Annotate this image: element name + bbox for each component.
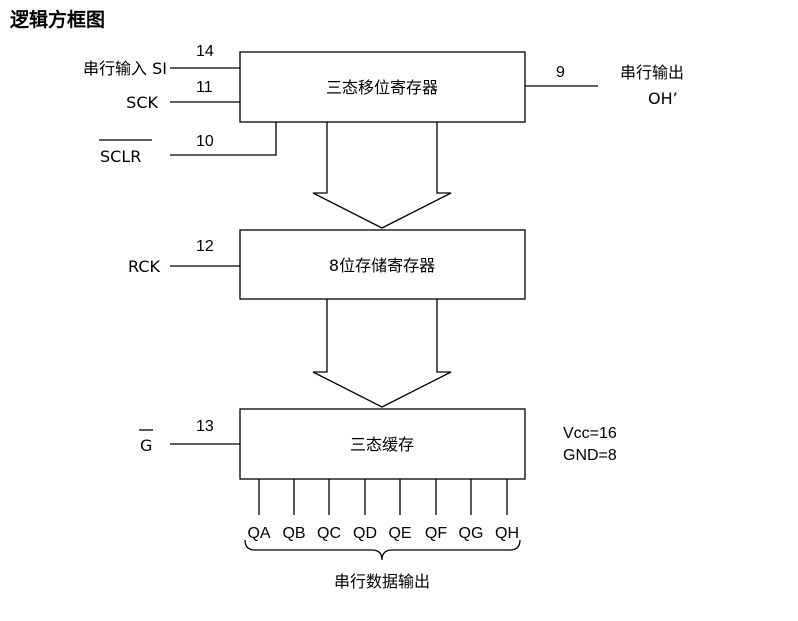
sck-label: SCK	[126, 93, 158, 112]
output-pin-qg-label: QG	[459, 525, 484, 542]
vcc-note: Vcc=16	[563, 425, 617, 442]
shift-register-block	[239, 51, 526, 123]
rck-pin-number: 12	[196, 238, 214, 255]
outputs-caption: 串行数据输出	[334, 572, 430, 591]
qh-prime-pin-number: 9	[556, 64, 565, 81]
gnd-note: GND=8	[563, 447, 617, 464]
output-pin-qc-label: QC	[317, 525, 341, 542]
output-pin-qh-label: QH	[495, 525, 519, 542]
output-pins: QA QB QC QD QE QF QG QH	[247, 479, 519, 542]
sck-pin-number: 11	[196, 79, 213, 96]
shift-register-label: 三态移位寄存器	[326, 78, 438, 97]
storage-to-buffer-arrow	[312, 299, 452, 408]
qh-prime-label-line2: OH’	[648, 89, 678, 108]
sclr-label: SCLR	[100, 147, 141, 166]
output-pin-qb-label: QB	[282, 525, 305, 542]
si-pin-number: 14	[196, 43, 214, 60]
shift-to-storage-arrow	[312, 122, 452, 229]
tristate-buffer-label: 三态缓存	[350, 435, 414, 454]
sclr-pin-number: 10	[196, 133, 214, 150]
diagram-title: 逻辑方框图	[10, 8, 105, 31]
rck-label: RCK	[128, 257, 160, 276]
tristate-buffer-block	[239, 408, 526, 480]
output-pin-qa-label: QA	[247, 525, 270, 542]
g-pin-number: 13	[196, 418, 214, 435]
storage-register-label: 8位存储寄存器	[329, 256, 435, 275]
output-pin-qd-label: QD	[353, 525, 377, 542]
output-pin-qe-label: QE	[388, 525, 411, 542]
sclr-wire	[170, 122, 277, 156]
outputs-brace	[244, 539, 521, 561]
storage-register-block	[239, 229, 526, 300]
si-label: 串行输入 SI	[83, 59, 167, 78]
output-pin-qf-label: QF	[425, 525, 447, 542]
qh-prime-label-line1: 串行输出	[620, 63, 684, 82]
g-label: G	[140, 436, 152, 455]
